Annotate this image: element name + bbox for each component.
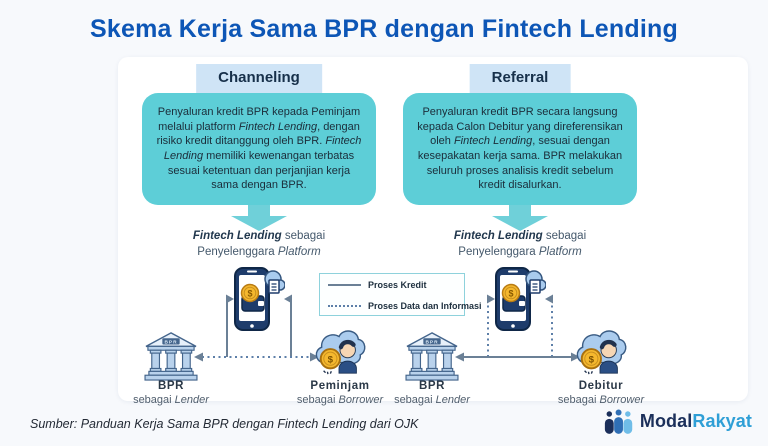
bank-icon: BPR: [144, 332, 198, 381]
down-arrow-icon: [492, 205, 548, 231]
svg-text:$: $: [247, 289, 252, 299]
platform-label: Fintech Lending sebagai Penyelenggara Pl…: [192, 230, 326, 258]
legend-item-credit: Proses Kredit: [328, 280, 456, 290]
entity-role-lender: sebagai Lender: [394, 394, 470, 406]
referral-diagram: Fintech Lending sebagai Penyelenggara Pl…: [390, 229, 650, 406]
connector-lines: [455, 294, 580, 362]
svg-text:$: $: [508, 289, 513, 299]
fintech-phone-icon: $: [495, 267, 546, 331]
svg-text:$: $: [589, 355, 595, 366]
entity-name-peminjam: Peminjam: [310, 380, 370, 392]
entity-name-bpr: BPR: [157, 380, 185, 392]
modalrakyat-logo: ModalRakyat: [604, 408, 752, 435]
svg-text:BPR: BPR: [164, 339, 177, 345]
tab-referral: Referral: [469, 64, 571, 93]
source-note: Sumber: Panduan Kerja Sama BPR dengan Fi…: [30, 417, 419, 431]
solid-line-swatch: [328, 284, 361, 286]
bank-icon: BPR: [405, 332, 459, 381]
channeling-description: Penyaluran kredit BPR kepada Peminjam me…: [142, 93, 376, 205]
entity-name-bpr: BPR: [418, 380, 446, 392]
dotted-line-swatch: [328, 305, 361, 307]
borrower-person-icon: $: [576, 330, 627, 375]
connector-lines: [194, 294, 319, 362]
channeling-diagram: Fintech Lending sebagai Penyelenggara Pl…: [129, 229, 389, 406]
svg-text:BPR: BPR: [425, 339, 438, 345]
logo-text: ModalRakyat: [639, 411, 752, 431]
entity-role-lender: sebagai Lender: [133, 394, 209, 406]
page-title: Skema Kerja Sama BPR dengan Fintech Lend…: [90, 15, 678, 43]
referral-description: Penyaluran kredit BPR secara langsung ke…: [403, 93, 637, 205]
fintech-phone-icon: $: [234, 267, 285, 331]
platform-label: Fintech Lending sebagai Penyelenggara Pl…: [453, 230, 587, 258]
entity-role-borrower: sebagai Borrower: [557, 394, 645, 406]
svg-text:$: $: [328, 355, 334, 366]
legend-item-data: Proses Data dan Informasi: [328, 301, 482, 311]
modalrakyat-logo-icon: [604, 409, 633, 434]
down-arrow-icon: [231, 205, 287, 231]
legend-box: Proses Kredit Proses Data dan Informasi: [319, 273, 482, 316]
entity-role-borrower: sebagai Borrower: [296, 394, 384, 406]
borrower-person-icon: $: [315, 330, 366, 375]
entity-name-debitur: Debitur: [578, 380, 624, 392]
tab-channeling: Channeling: [196, 64, 322, 93]
